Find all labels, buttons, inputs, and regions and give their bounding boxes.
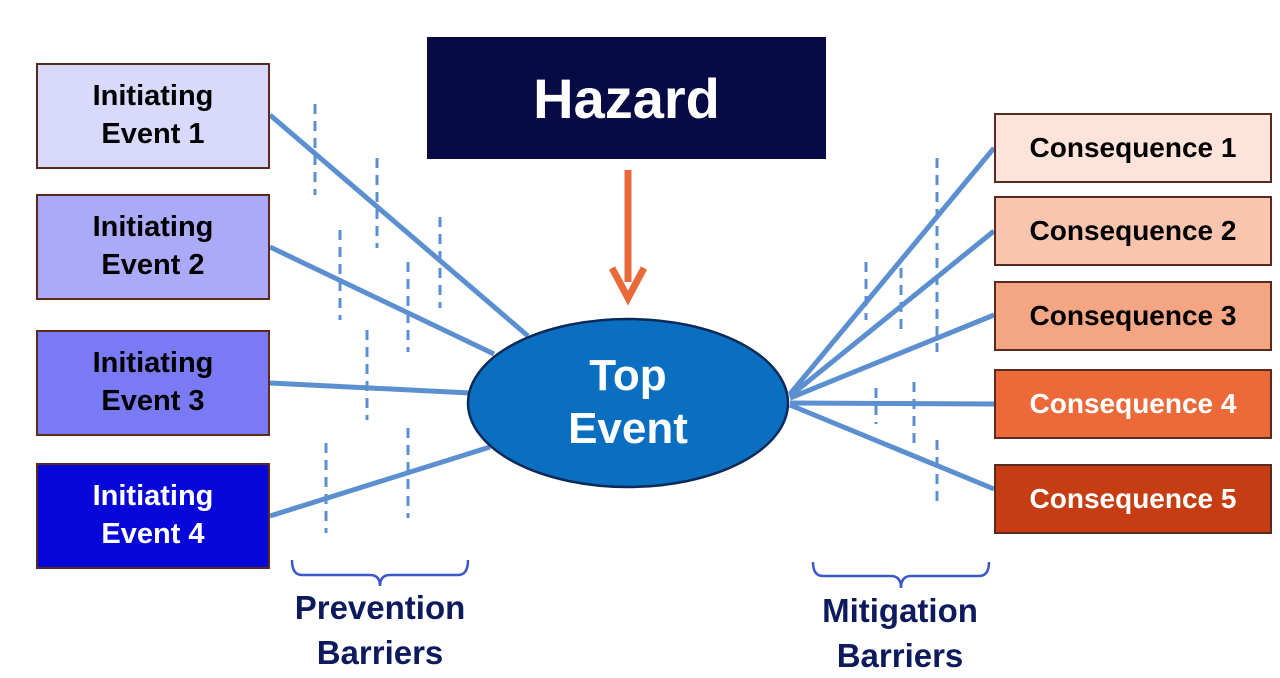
- mitigation-paths: [788, 146, 996, 492]
- top-event-label: Top Event: [468, 318, 788, 488]
- consequence-label: Consequence 3: [1029, 300, 1237, 331]
- hazard-box: Hazard: [427, 37, 826, 159]
- initiating-event-label: Initiating: [92, 211, 214, 244]
- consequence-label: Consequence 4: [1029, 388, 1237, 419]
- consequence-label: Consequence 1: [1029, 132, 1237, 163]
- prevention-paths: [268, 113, 530, 519]
- mitigation-barriers-label: Mitigation Barriers: [790, 589, 1010, 678]
- path-initiating-event-3: [269, 380, 471, 396]
- path-consequence-5: [789, 402, 995, 492]
- path-consequence-2: [788, 229, 996, 398]
- path-consequence-1: [788, 146, 996, 396]
- consequence-label: Consequence 2: [1029, 215, 1237, 246]
- consequence-2: Consequence 2: [994, 196, 1272, 266]
- top-event-ellipse: [466, 317, 790, 489]
- prevention-bracket: [290, 559, 470, 587]
- path-initiating-event-1: [268, 113, 530, 338]
- path-consequence-4: [789, 400, 995, 407]
- top-event-line1: Top: [589, 351, 667, 401]
- hazard-arrow: [608, 170, 648, 306]
- path-consequence-3: [789, 312, 995, 401]
- path-initiating-event-4: [269, 444, 491, 519]
- hazard-label: Hazard: [533, 66, 720, 130]
- consequence-4: Consequence 4: [994, 369, 1272, 439]
- initiating-event-number: Event 2: [101, 249, 205, 281]
- initiating-event-4: Initiating Event 4: [36, 463, 270, 569]
- initiating-event-3: Initiating Event 3: [36, 330, 270, 436]
- initiating-event-1: Initiating Event 1: [36, 63, 270, 169]
- initiating-event-number: Event 3: [101, 385, 205, 417]
- prevention-barriers-line2: Barriers: [316, 633, 444, 671]
- initiating-event-label: Initiating: [92, 347, 214, 380]
- consequence-label: Consequence 5: [1029, 483, 1237, 514]
- mitigation-barriers-line1: Mitigation: [822, 592, 978, 629]
- initiating-event-number: Event 1: [101, 118, 205, 150]
- initiating-event-label: Initiating: [92, 80, 214, 113]
- mitigation-barrier-marks: [864, 158, 939, 502]
- consequence-5: Consequence 5: [994, 464, 1272, 534]
- consequence-1: Consequence 1: [994, 113, 1272, 183]
- top-event-line2: Event: [568, 404, 688, 453]
- consequence-3: Consequence 3: [994, 281, 1272, 351]
- mitigation-barriers-line2: Barriers: [836, 636, 964, 674]
- initiating-event-2: Initiating Event 2: [36, 194, 270, 300]
- initiating-event-label: Initiating: [92, 480, 214, 513]
- initiating-event-number: Event 4: [101, 518, 205, 550]
- prevention-barrier-marks: [313, 104, 442, 533]
- prevention-barriers-label: Prevention Barriers: [270, 586, 490, 675]
- path-initiating-event-2: [268, 244, 496, 357]
- mitigation-bracket: [811, 561, 991, 589]
- prevention-barriers-line1: Prevention: [294, 589, 466, 626]
